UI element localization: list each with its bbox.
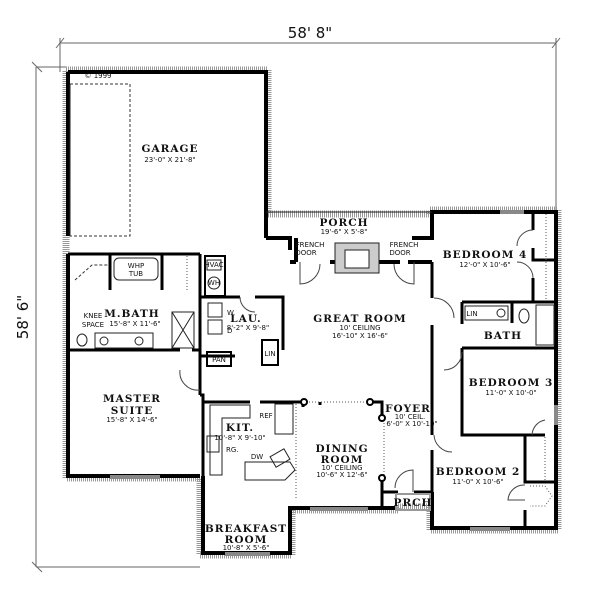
svg-text:WH: WH	[208, 279, 220, 287]
master-suite-size: 15'-8" X 14'-6"	[106, 416, 157, 424]
porch-size: 19'-6" X 5'-8"	[321, 228, 368, 236]
svg-text:DOOR: DOOR	[389, 249, 410, 257]
dining-name-2: ROOM	[321, 454, 364, 466]
foyer-size: 6'-0" X 10'-10"	[386, 420, 437, 428]
room-kitchen: RG. REF KIT. 10'-8" X 9'-10" DW BREAKFAS…	[200, 393, 303, 556]
garage-name: GARAGE	[142, 143, 199, 155]
room-bath: LIN BATH	[460, 300, 556, 350]
hallway	[430, 262, 455, 492]
room-garage: © 1999 GARAGE 23'-0" X 21'-8"	[69, 72, 199, 237]
garage-size: 23'-0" X 21'-8"	[144, 156, 195, 164]
svg-text:LIN: LIN	[466, 310, 477, 318]
copyright-label: © 1999	[84, 72, 111, 80]
room-porch: PORCH 19'-6" X 5'-8" FRENCH DOOR FRENCH …	[266, 211, 432, 257]
svg-text:KNEE: KNEE	[84, 312, 103, 320]
fireplace-icon	[334, 242, 380, 274]
svg-text:DOOR: DOOR	[295, 249, 316, 257]
svg-text:FRENCH: FRENCH	[296, 241, 325, 249]
depth-label: 58' 6"	[14, 295, 32, 339]
svg-text:HVAC: HVAC	[204, 261, 223, 269]
laundry-name: LAU.	[230, 313, 261, 325]
great-room-name: GREAT ROOM	[313, 313, 406, 325]
room-bedroom-3: BEDROOM 3 11'-0" X 10'-0"	[443, 348, 558, 437]
bath-name: BATH	[484, 330, 522, 342]
room-bedroom-4: BEDROOM 4 12'-0" X 10'-6"	[443, 210, 556, 302]
great-room-size: 16'-10" X 16'-6"	[332, 332, 388, 340]
room-front-porch: PRCH	[394, 493, 433, 511]
kitchen-size: 10'-8" X 9'-10"	[214, 434, 265, 442]
room-master-bath: WHP TUB M.BATH 15'-8" X 11'-6" KNEE SPAC…	[68, 252, 202, 395]
front-porch-name: PRCH	[394, 497, 433, 509]
french-door-right[interactable]	[393, 262, 415, 285]
bedroom4-name: BEDROOM 4	[443, 249, 528, 261]
master-bath-size: 15'-8" X 11'-6"	[109, 320, 160, 328]
svg-text:10' CEILING: 10' CEILING	[321, 464, 362, 472]
svg-text:REF: REF	[259, 412, 272, 420]
bedroom3-name: BEDROOM 3	[469, 377, 554, 389]
svg-text:W: W	[227, 309, 234, 317]
foyer-name: FOYER	[385, 403, 431, 415]
kitchen-name: KIT.	[226, 422, 254, 434]
laundry-size: 8'-2" X 9'-8"	[227, 324, 269, 332]
svg-text:RG.: RG.	[226, 446, 239, 454]
breakfast-size: 10'-8" X 5'-6"	[223, 544, 270, 552]
svg-text:PAN: PAN	[212, 356, 226, 364]
width-label: 58' 8"	[288, 24, 332, 42]
svg-text:TUB: TUB	[128, 270, 143, 278]
dining-name-1: DINING	[315, 443, 368, 455]
room-great-room: GREAT ROOM 10' CEILING 16'-10" X 16'-6"	[313, 313, 406, 340]
room-foyer: FOYER 10' CEIL. 6'-0" X 10'-10"	[382, 403, 438, 494]
svg-text:10' CEILING: 10' CEILING	[339, 324, 380, 332]
bedroom3-size: 11'-0" X 10'-0"	[485, 389, 536, 397]
svg-text:LIN: LIN	[264, 350, 275, 358]
master-suite-name-1: MASTER	[103, 393, 161, 405]
room-bedroom-2: BEDROOM 2 11'-0" X 10'-6"	[436, 435, 556, 531]
french-door-left[interactable]	[299, 262, 321, 285]
master-bath-name: M.BATH	[104, 308, 159, 320]
mechanical-closet: HVAC WH	[204, 255, 226, 297]
bedroom2-size: 11'-0" X 10'-6"	[452, 478, 503, 486]
bedroom4-size: 12'-0" X 10'-6"	[459, 261, 510, 269]
dimension-depth: 58' 6"	[14, 61, 200, 573]
breakfast-name-2: ROOM	[225, 534, 268, 546]
svg-text:FRENCH: FRENCH	[390, 241, 419, 249]
dimension-width: 58' 8"	[55, 24, 561, 216]
svg-text:10' CEIL.: 10' CEIL.	[395, 413, 426, 421]
svg-text:WHP: WHP	[128, 262, 144, 270]
svg-text:DW: DW	[251, 453, 263, 461]
room-laundry: W D LAU. 8'-2" X 9'-8" LIN PAN	[200, 295, 285, 367]
breakfast-name-1: BREAKFAST	[205, 523, 287, 535]
room-master-suite: MASTER SUITE 15'-8" X 14'-6"	[103, 369, 201, 479]
svg-text:D: D	[227, 327, 232, 335]
porch-name: PORCH	[319, 217, 368, 229]
master-suite-name-2: SUITE	[111, 405, 153, 417]
room-dining: DINING ROOM 10' CEILING 10'-6" X 12'-6"	[300, 398, 386, 511]
bedroom2-name: BEDROOM 2	[436, 466, 521, 478]
svg-text:SPACE: SPACE	[82, 321, 104, 329]
dining-size: 10'-6" X 12'-6"	[316, 471, 367, 479]
